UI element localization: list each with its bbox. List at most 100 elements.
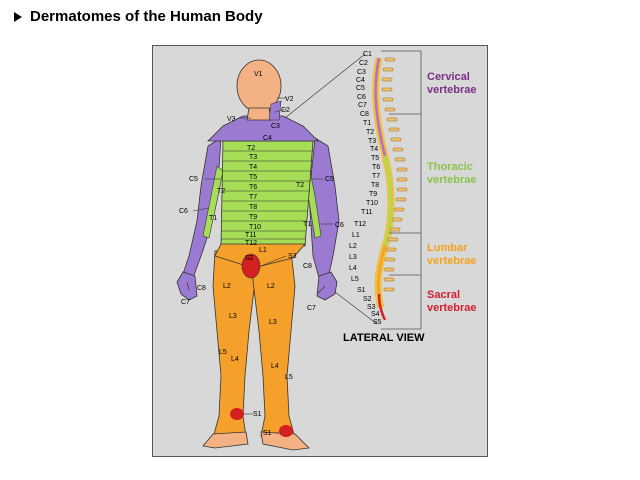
- label-t2-left: T2: [217, 188, 225, 195]
- spine-label: S2: [363, 296, 372, 303]
- trunk-label: T3: [249, 154, 257, 161]
- trunk-stripes: [221, 150, 313, 240]
- page-title: Dermatomes of the Human Body: [30, 8, 263, 25]
- trunk-label: T11: [245, 232, 257, 239]
- left-foot: [202, 431, 249, 449]
- dermatome-diagram: V1 V2 V3 C2 C3 C4 C5 C5 C6 C6 C7 C7 C8 C…: [152, 45, 488, 457]
- trunk-label: T6: [249, 184, 257, 191]
- arrow-right-icon: [14, 11, 22, 22]
- torso: [220, 140, 314, 247]
- sacral-label-line2: vertebrae: [427, 302, 477, 314]
- spine-label: L2: [349, 243, 357, 250]
- s1-left-patch: [230, 408, 244, 420]
- spine-label: C6: [357, 94, 366, 101]
- thoracic-label-line2: vertebrae: [427, 174, 477, 186]
- label-l3-right: L3: [269, 319, 277, 326]
- spine-label: C5: [356, 85, 365, 92]
- spinal-cord-low: [377, 245, 387, 295]
- spine-label: T1: [363, 120, 371, 127]
- label-c5-right: C5: [325, 176, 334, 183]
- label-c6-right: C6: [335, 222, 344, 229]
- spine-label: T12: [354, 221, 366, 228]
- lateral-view-label: LATERAL VIEW: [343, 332, 425, 344]
- label-l4-left: L4: [231, 356, 239, 363]
- sacral-label-line1: Sacral: [427, 289, 460, 301]
- spine-label: S1: [357, 287, 366, 294]
- spine-label: C4: [356, 77, 365, 84]
- label-c6-left: C6: [179, 208, 188, 215]
- spine-label: T4: [370, 146, 378, 153]
- spine-label: L5: [351, 276, 359, 283]
- label-c8-right: C8: [303, 263, 312, 270]
- face-c2: [268, 100, 282, 121]
- label-v2: V2: [285, 96, 294, 103]
- spine-label: S5: [373, 319, 382, 326]
- spinal-cord-inner: [374, 57, 387, 157]
- page-header: Dermatomes of the Human Body: [14, 8, 263, 25]
- spine-label: T11: [361, 209, 373, 216]
- label-l4-right: L4: [271, 363, 279, 370]
- label-s2: S2: [245, 255, 254, 262]
- label-t1-left: T1: [209, 215, 217, 222]
- label-s1-lower: S1: [263, 430, 272, 437]
- trunk-label: T4: [249, 164, 257, 171]
- cervical-label-line1: Cervical: [427, 71, 470, 83]
- body-labels: V1 V2 V3 C2 C3 C4 C5 C5 C6 C6 C7 C7 C8 C…: [179, 71, 344, 437]
- s1-right-patch: [279, 425, 293, 437]
- trunk-label: T9: [249, 214, 257, 221]
- spinal-cord-mid: [383, 155, 393, 247]
- label-c8-left: C8: [197, 285, 206, 292]
- spine-label: L4: [349, 265, 357, 272]
- spine-label: L3: [349, 254, 357, 261]
- spine-label: S3: [367, 304, 376, 311]
- trunk-label: T8: [249, 204, 257, 211]
- vertebra-processes: [381, 57, 408, 292]
- label-s3: S3: [288, 253, 297, 260]
- spine-label: T2: [366, 129, 374, 136]
- label-t1-right: T1: [303, 221, 311, 228]
- spine-label: T7: [372, 173, 380, 180]
- lumbar-label-line2: vertebrae: [427, 255, 477, 267]
- human-body-figure: [176, 59, 340, 451]
- trunk-label: T5: [249, 174, 257, 181]
- label-c7-right: C7: [307, 305, 316, 312]
- label-t2-right: T2: [296, 182, 304, 189]
- trunk-label: T10: [249, 224, 261, 231]
- label-l5-left: L5: [219, 349, 227, 356]
- trunk-labels: T2 T3 T4 T5 T6 T7 T8 T9 T10 T11 T12: [245, 145, 261, 247]
- neck-shoulder-band: [207, 115, 319, 142]
- label-v1: V1: [254, 71, 263, 78]
- spine-label: T10: [366, 200, 378, 207]
- spine-label: C1: [363, 51, 372, 58]
- right-leg: [250, 245, 296, 439]
- trunk-label: T12: [245, 240, 257, 247]
- groin-l1: [214, 243, 306, 269]
- trunk-label: T2: [247, 145, 255, 152]
- spine-label: L1: [352, 232, 360, 239]
- label-v3: V3: [227, 116, 236, 123]
- genital-sacral-patch: [241, 253, 261, 279]
- label-c5-left: C5: [189, 176, 198, 183]
- cervical-label-line2: vertebrae: [427, 84, 477, 96]
- spine-label: C3: [357, 69, 366, 76]
- label-c2: C2: [281, 107, 290, 114]
- label-l2-right: L2: [267, 283, 275, 290]
- thoracic-label-line1: Thoracic: [427, 161, 473, 173]
- spine-label: T6: [372, 164, 380, 171]
- label-l1: L1: [259, 247, 267, 254]
- spine-label: S4: [371, 311, 380, 318]
- spine-label: T3: [368, 138, 376, 145]
- spinal-cord-sacral: [377, 293, 387, 321]
- spine-label: T9: [369, 191, 377, 198]
- spine-labels: C1 C2 C3 C4 C5 C6 C7 C8 T1 T2 T3 T4 T5 T…: [349, 51, 382, 326]
- left-hand: [176, 271, 198, 301]
- diagram-canvas: V1 V2 V3 C2 C3 C4 C5 C5 C6 C6 C7 C7 C8 C…: [176, 50, 477, 451]
- group-brackets: [381, 50, 422, 330]
- leader-lines: [186, 53, 378, 434]
- spine-label: T8: [371, 182, 379, 189]
- label-l3-left: L3: [229, 313, 237, 320]
- vertebrae-group-labels: Cervical vertebrae Thoracic vertebrae Lu…: [427, 71, 477, 314]
- label-s1-upper: S1: [253, 411, 262, 418]
- trunk-label: T7: [249, 194, 257, 201]
- right-hand: [316, 271, 338, 301]
